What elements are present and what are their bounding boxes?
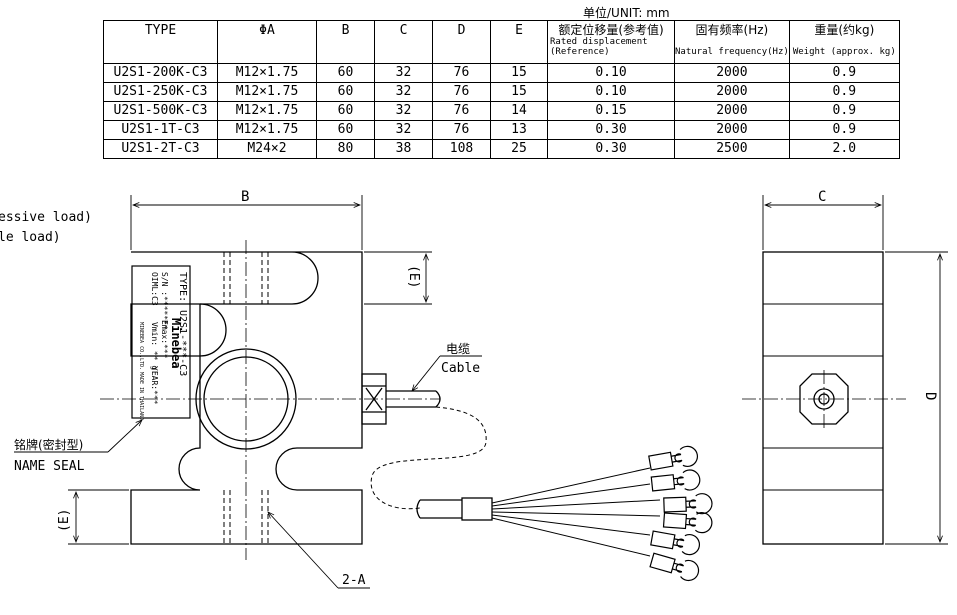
cable-label-en: Cable — [441, 361, 480, 376]
header-displacement-cn: 额定位移量(参考值) — [558, 23, 664, 37]
cell-e: 15 — [490, 63, 548, 83]
plate-maker: MINEBEA CO.,LTD. — [138, 322, 144, 370]
header-frequency: 固有频率(Hz) Natural frequency(Hz) — [674, 20, 790, 64]
name-plate — [131, 265, 191, 419]
dimension-b-label: B — [241, 189, 249, 205]
name-seal-label-cn: 铭牌(密封型) — [14, 437, 83, 452]
header-frequency-en: Natural frequency(Hz) — [675, 47, 789, 57]
table-row: U2S1-200K-C3 M12×1.75 60 32 76 15 0.10 2… — [103, 63, 900, 83]
center-lines — [100, 240, 440, 560]
plate-sn: S/N :******* — [160, 272, 169, 330]
spade-terminals — [648, 445, 713, 582]
header-c: C — [374, 20, 433, 64]
cell-e: 15 — [490, 82, 548, 102]
cell-type: U2S1-2T-C3 — [103, 139, 218, 159]
spade-terminal — [663, 493, 713, 515]
name-plate-text: Minebea TYPE: U2S1-***-C3 S/N :******* E… — [138, 272, 188, 420]
header-weight-cn: 重量(约kg) — [814, 23, 875, 37]
cable-label-cn: 电缆 — [446, 342, 470, 356]
plate-year: YEAR:*** — [150, 366, 159, 405]
spec-header-row: TYPE ΦA B C D E 额定位移量(参考值) Rated displac… — [103, 20, 900, 64]
header-d: D — [432, 20, 491, 64]
load-label-compressive: essive load) — [0, 210, 92, 225]
plate-type-value: U2S1-***-C3 — [177, 310, 188, 376]
cable-break — [370, 406, 487, 510]
cell-d: 108 — [432, 139, 491, 159]
dimension-b — [130, 195, 363, 250]
s-beam-outline — [130, 251, 363, 545]
dimension-d — [885, 251, 948, 545]
dimension-c-label: C — [818, 189, 826, 205]
thread-label: 2-A — [342, 573, 366, 588]
cell-b: 60 — [316, 82, 375, 102]
spade-terminal — [650, 530, 701, 556]
cell-a: M12×1.75 — [217, 63, 317, 83]
cable-leader — [412, 355, 482, 391]
header-displacement: 额定位移量(参考值) Rated displacement (Reference… — [547, 20, 675, 64]
plate-brand: Minebea — [169, 318, 183, 369]
name-seal-leader — [14, 420, 142, 453]
side-body — [762, 251, 884, 545]
cell-type: U2S1-250K-C3 — [103, 82, 218, 102]
table-row: U2S1-1T-C3 M12×1.75 60 32 76 13 0.30 200… — [103, 120, 900, 140]
thread-leader — [268, 512, 370, 589]
header-frequency-cn: 固有频率(Hz) — [695, 23, 769, 37]
front-view — [100, 240, 713, 582]
side-view — [742, 251, 906, 545]
header-e: E — [490, 20, 548, 64]
top-slot — [199, 303, 227, 357]
cell-weight: 2.0 — [788, 139, 900, 159]
table-row: U2S1-250K-C3 M12×1.75 60 32 76 15 0.10 2… — [103, 82, 900, 102]
cell-b: 80 — [316, 139, 375, 159]
header-weight-en: Weight (approx. kg) — [792, 47, 896, 57]
dimension-e-top-label: (E) — [406, 265, 421, 288]
cell-type: U2S1-200K-C3 — [103, 63, 218, 83]
plate-emax: Emax:*** — [160, 320, 169, 359]
table-row: U2S1-2T-C3 M24×2 80 38 108 25 0.30 2500 … — [103, 139, 900, 159]
spade-terminal — [649, 552, 700, 582]
cell-frequency: 2500 — [674, 139, 790, 159]
plate-oiml: OIML:C3 — [150, 272, 159, 306]
cell-frequency: 2000 — [674, 63, 790, 83]
cell-displacement: 0.10 — [547, 63, 675, 83]
cable — [386, 390, 436, 408]
header-type: TYPE — [103, 20, 218, 64]
spade-terminal — [648, 445, 699, 471]
dimension-e-bottom — [68, 489, 129, 545]
cell-displacement: 0.30 — [547, 139, 675, 159]
plate-type-label: TYPE: — [177, 272, 188, 302]
side-cable-gland — [799, 373, 849, 425]
table-row: U2S1-500K-C3 M12×1.75 60 32 76 14 0.15 2… — [103, 101, 900, 121]
header-displacement-en1: Rated displacement — [550, 37, 648, 47]
cell-type: U2S1-500K-C3 — [103, 101, 218, 121]
spec-table: TYPE ΦA B C D E 额定位移量(参考值) Rated displac… — [103, 20, 900, 159]
dimension-d-label: D — [922, 392, 938, 400]
spade-terminal — [662, 512, 713, 534]
thread-hole-top — [223, 252, 269, 304]
cell-a: M24×2 — [217, 139, 317, 159]
load-label-tensile: le load) — [0, 230, 61, 245]
header-a: ΦA — [217, 20, 317, 64]
cell-type: U2S1-1T-C3 — [103, 120, 218, 140]
cable-gland — [361, 373, 387, 425]
plate-vmin: Vmin: ** g — [150, 322, 159, 370]
cell-d: 76 — [432, 101, 491, 121]
unit-label: 单位/UNIT: mm — [583, 6, 670, 20]
header-b: B — [316, 20, 375, 64]
dimension-e-top — [364, 251, 432, 305]
name-seal-label-en: NAME SEAL — [14, 459, 85, 474]
plate-made-in: MADE IN THAILAND — [138, 372, 144, 420]
cell-frequency: 2000 — [674, 82, 790, 102]
lead-wires — [491, 467, 661, 557]
header-weight: 重量(约kg) Weight (approx. kg) — [788, 20, 900, 64]
header-displacement-en2: (Reference) — [550, 47, 610, 57]
spade-terminal — [650, 469, 701, 492]
dimension-c — [762, 195, 884, 250]
cable-sleeve — [461, 497, 493, 521]
dimension-e-bottom-label: (E) — [57, 509, 72, 532]
